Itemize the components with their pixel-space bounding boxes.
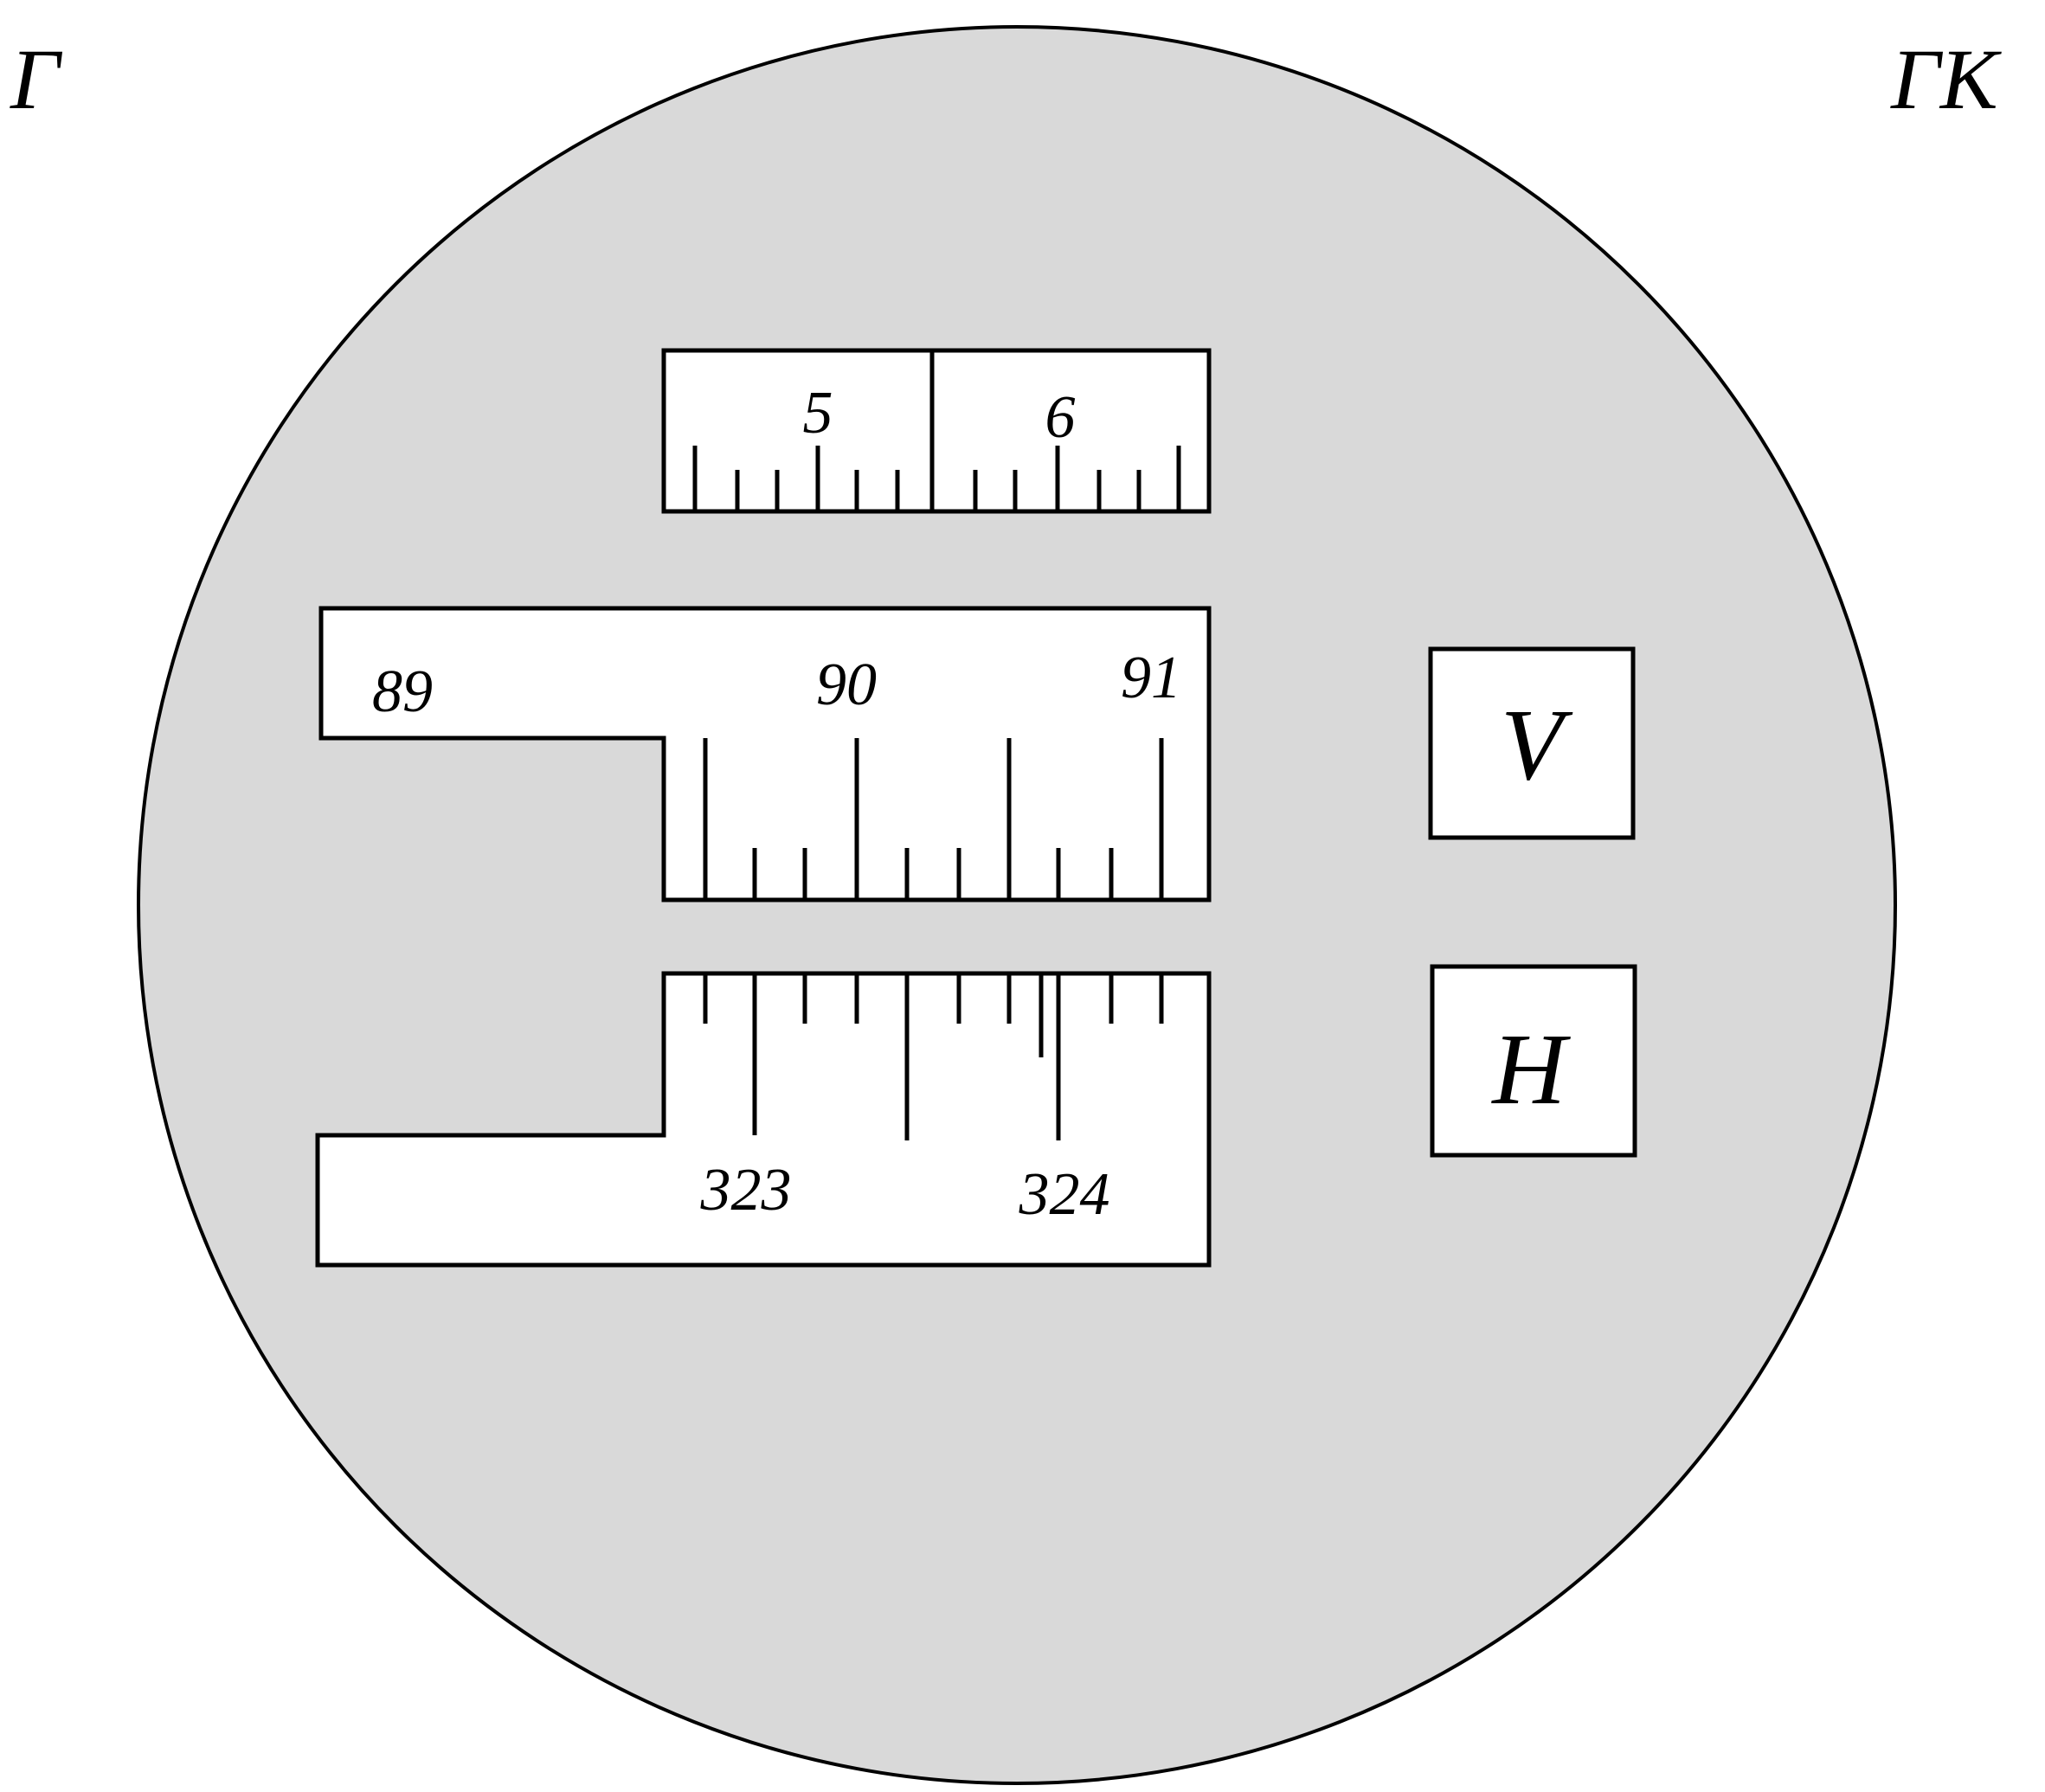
horizontal-scale: 323 324	[315, 971, 1212, 1268]
v-box-frame	[1428, 646, 1636, 840]
horizontal-scale-frame	[315, 971, 1212, 1268]
h-box-frame	[1430, 964, 1637, 1158]
horizontal-scale-label-323: 323	[700, 1157, 792, 1224]
vertical-scale: 89 90 91	[318, 606, 1212, 902]
vertical-scale-ticks	[703, 738, 1164, 900]
vertical-scale-label-89: 89	[372, 658, 433, 725]
vertical-scale-label-91: 91	[1121, 645, 1181, 711]
top-scale-label-6: 6	[1045, 384, 1076, 451]
h-box-letter: H	[1490, 1012, 1571, 1126]
vertical-scale-label-90: 90	[816, 652, 877, 718]
horizontal-scale-label-324: 324	[1019, 1161, 1110, 1228]
h-box: H	[1430, 964, 1637, 1158]
field-of-view-circle	[137, 25, 1897, 1785]
horizontal-scale-ticks	[703, 973, 1164, 1140]
vertical-scale-frame	[318, 606, 1212, 902]
top-scale: 5 6	[661, 348, 1212, 514]
top-scale-frame	[661, 348, 1212, 514]
top-scale-label-5: 5	[803, 380, 833, 446]
v-box: V	[1428, 646, 1636, 840]
v-box-letter: V	[1501, 688, 1573, 801]
top-scale-ticks	[692, 446, 1181, 511]
corner-label-right: ГК	[1890, 31, 2002, 127]
corner-label-left: Г	[10, 31, 63, 127]
